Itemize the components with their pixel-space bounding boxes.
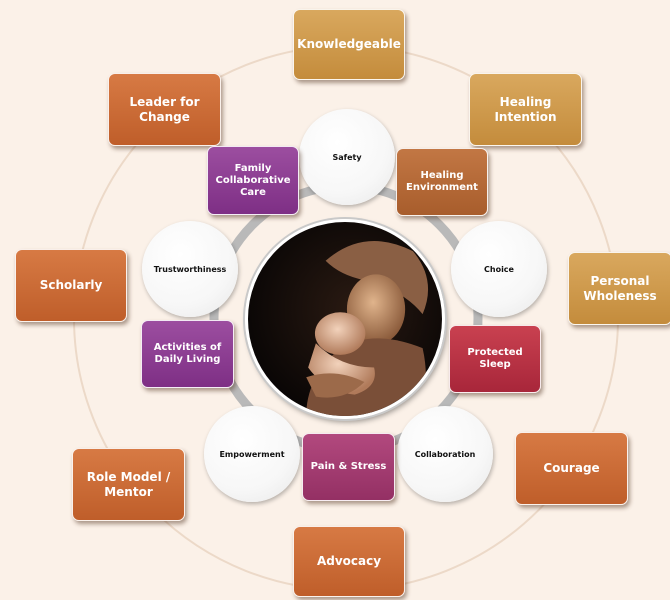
family-collaborative-care-box: Family Collaborative Care [207, 146, 299, 215]
protected-sleep-box: Protected Sleep [449, 325, 541, 393]
healing-environment-box: Healing Environment [396, 148, 488, 216]
safety-circle: Safety [299, 109, 395, 205]
mother-newborn-illustration [306, 240, 429, 416]
courage-box: Courage [515, 432, 628, 505]
healing-intention-box: Healing Intention [469, 73, 582, 146]
advocacy-box: Advocacy [293, 526, 405, 597]
choice-circle: Choice [451, 221, 547, 317]
empowerment-circle: Empowerment [204, 406, 300, 502]
knowledgeable-box: Knowledgeable [293, 9, 405, 80]
leader-for-change-box: Leader for Change [108, 73, 221, 146]
scholarly-box: Scholarly [15, 249, 127, 322]
pain-and-stress-box: Pain & Stress [302, 433, 395, 501]
personal-wholeness-box: Personal Wholeness [568, 252, 670, 325]
trustworthiness-circle: Trustworthiness [142, 221, 238, 317]
collaboration-circle: Collaboration [397, 406, 493, 502]
mother-newborn-photo [245, 219, 445, 419]
activities-of-daily-living-box: Activities of Daily Living [141, 320, 234, 388]
role-model-mentor-box: Role Model / Mentor [72, 448, 185, 521]
